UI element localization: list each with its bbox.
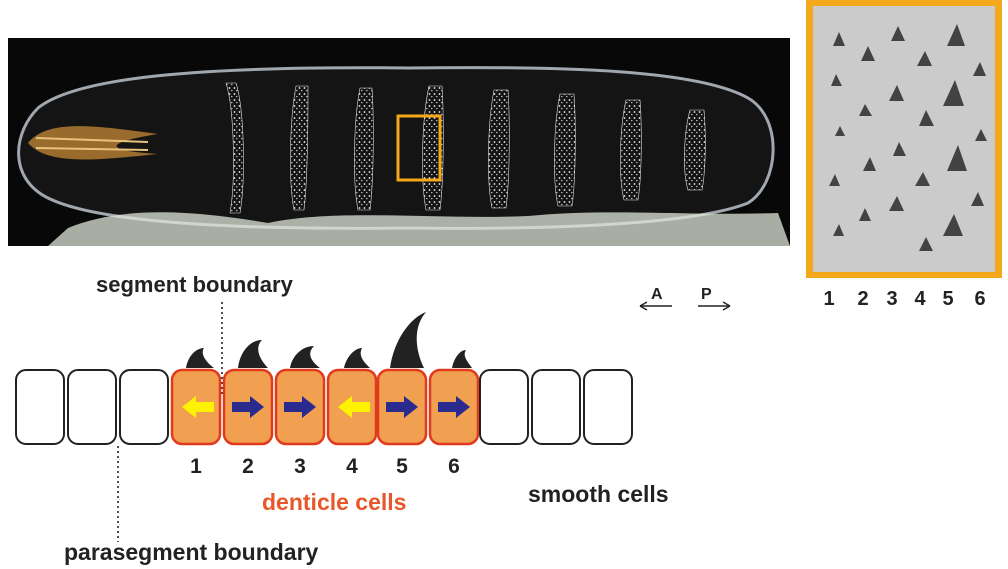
denticle-closeup [813,6,995,272]
inset-number-5: 5 [937,288,959,311]
denticle-5 [390,312,426,368]
denticle-2 [238,340,268,368]
smooth-cells-label: smooth cells [528,481,669,508]
ap-axis-arrows [636,300,736,312]
cell-number-1: 1 [184,455,208,479]
denticle-3 [290,346,320,368]
cell-row-diagram [0,296,650,556]
inset-panel [806,0,1002,278]
segment-boundary-label: segment boundary [96,272,293,298]
denticle-4 [344,348,370,368]
cell-number-3: 3 [288,455,312,479]
denticle-1 [186,348,214,368]
cell-number-2: 2 [236,455,260,479]
smooth-cell [532,370,580,444]
smooth-cell [120,370,168,444]
smooth-cell [480,370,528,444]
cell-number-6: 6 [442,455,466,479]
inset-number-2: 2 [852,288,874,311]
denticle-6 [452,350,472,368]
inset-number-6: 6 [969,288,991,311]
larva-micrograph [8,38,790,246]
smooth-cell [584,370,632,444]
inset-number-3: 3 [881,288,903,311]
smooth-cell [68,370,116,444]
inset-number-1: 1 [818,288,840,311]
parasegment-boundary-label: parasegment boundary [64,539,318,566]
cell-number-4: 4 [340,455,364,479]
denticle-cells-label: denticle cells [262,489,406,516]
cell-number-5: 5 [390,455,414,479]
inset-number-4: 4 [909,288,931,311]
smooth-cell [16,370,64,444]
